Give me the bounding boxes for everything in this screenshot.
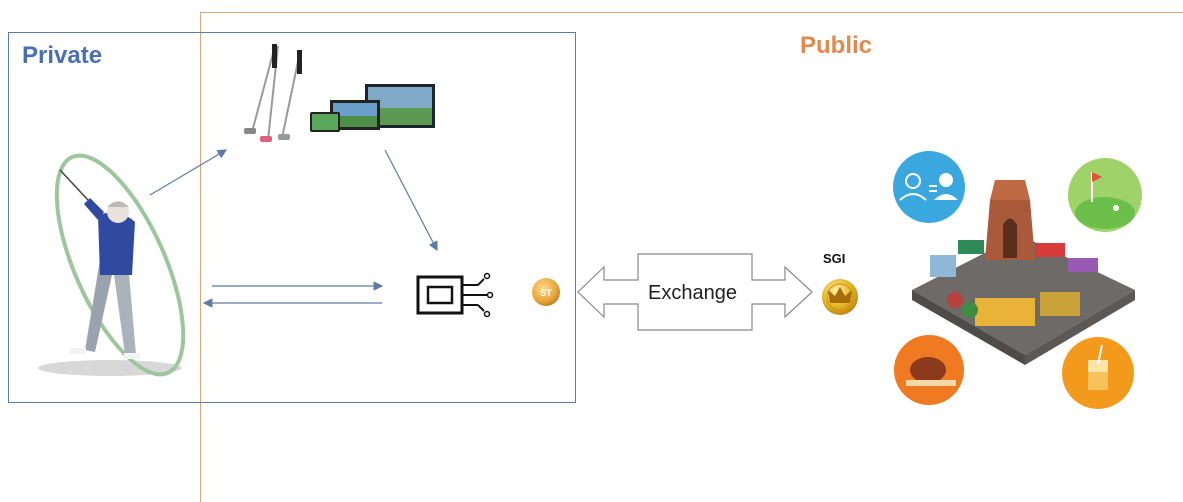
exchange-double-arrow bbox=[577, 253, 813, 331]
golf-clubs-icon bbox=[244, 44, 302, 142]
private-label: Private bbox=[22, 42, 103, 69]
arrow-golfer-to-clubs bbox=[149, 149, 228, 196]
user-exchange-icon bbox=[893, 151, 965, 223]
public-label: Public bbox=[800, 32, 873, 59]
public-region-border bbox=[200, 12, 1183, 502]
chip-icon bbox=[416, 272, 494, 318]
sgi-coin-icon bbox=[822, 279, 858, 315]
exchange-label: Exchange bbox=[648, 282, 737, 304]
screens-devices-icon bbox=[310, 84, 435, 132]
drink-icon bbox=[1062, 337, 1134, 409]
golfer-illustration bbox=[38, 153, 186, 377]
st-coin-label: ST bbox=[540, 288, 552, 298]
golf-course-icon bbox=[1068, 158, 1142, 232]
marketplace-illustration bbox=[912, 180, 1135, 365]
food-icon bbox=[894, 335, 964, 405]
sgi-label: SGI bbox=[823, 251, 846, 266]
private-region-border bbox=[8, 32, 576, 403]
arrow-screens-to-chip bbox=[384, 149, 438, 252]
st-coin-icon: ST bbox=[532, 278, 560, 306]
